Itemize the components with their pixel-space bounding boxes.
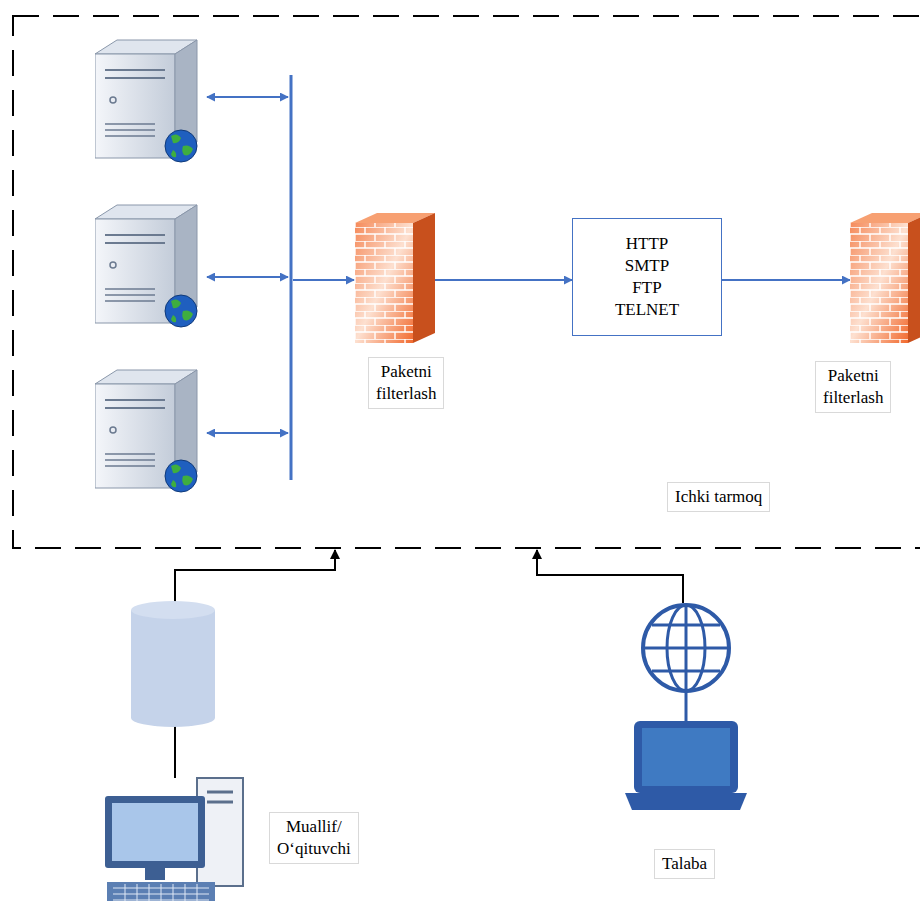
computer-icon: [105, 778, 245, 901]
firewall-icon: [850, 213, 920, 345]
server-icons: [95, 40, 197, 492]
laptop-globe-icon: [625, 603, 747, 813]
connector-arrow: [722, 279, 850, 281]
author-computer: Muallif/ O‘qituvchi: [100, 776, 365, 901]
region-label: Ichki tarmoq: [667, 482, 770, 512]
internal-network-region: Ichki tarmoq Paketni filterlash HTTP SMTP …: [12, 15, 920, 550]
connector-arrow: [435, 279, 572, 281]
bus-wiring: [207, 75, 354, 480]
firewall-label: Paketni filterlash: [368, 357, 444, 409]
student-label: Talaba: [654, 849, 715, 879]
protocol-list: HTTP SMTP FTP TELNET: [615, 233, 679, 321]
author-label: Muallif/ O‘qituvchi: [269, 812, 359, 864]
protocol-box: HTTP SMTP FTP TELNET: [572, 218, 722, 336]
dashed-boundary: [12, 15, 920, 550]
database-cylinder: [131, 601, 215, 727]
student-laptop: Talaba: [620, 603, 750, 893]
firewall: Paketni filterlash: [355, 213, 450, 413]
connector-arrow: [537, 550, 683, 603]
firewall-icon: [355, 213, 435, 345]
firewall: Paketni filterlash: [795, 213, 920, 413]
firewall-label: Paketni filterlash: [815, 361, 891, 413]
